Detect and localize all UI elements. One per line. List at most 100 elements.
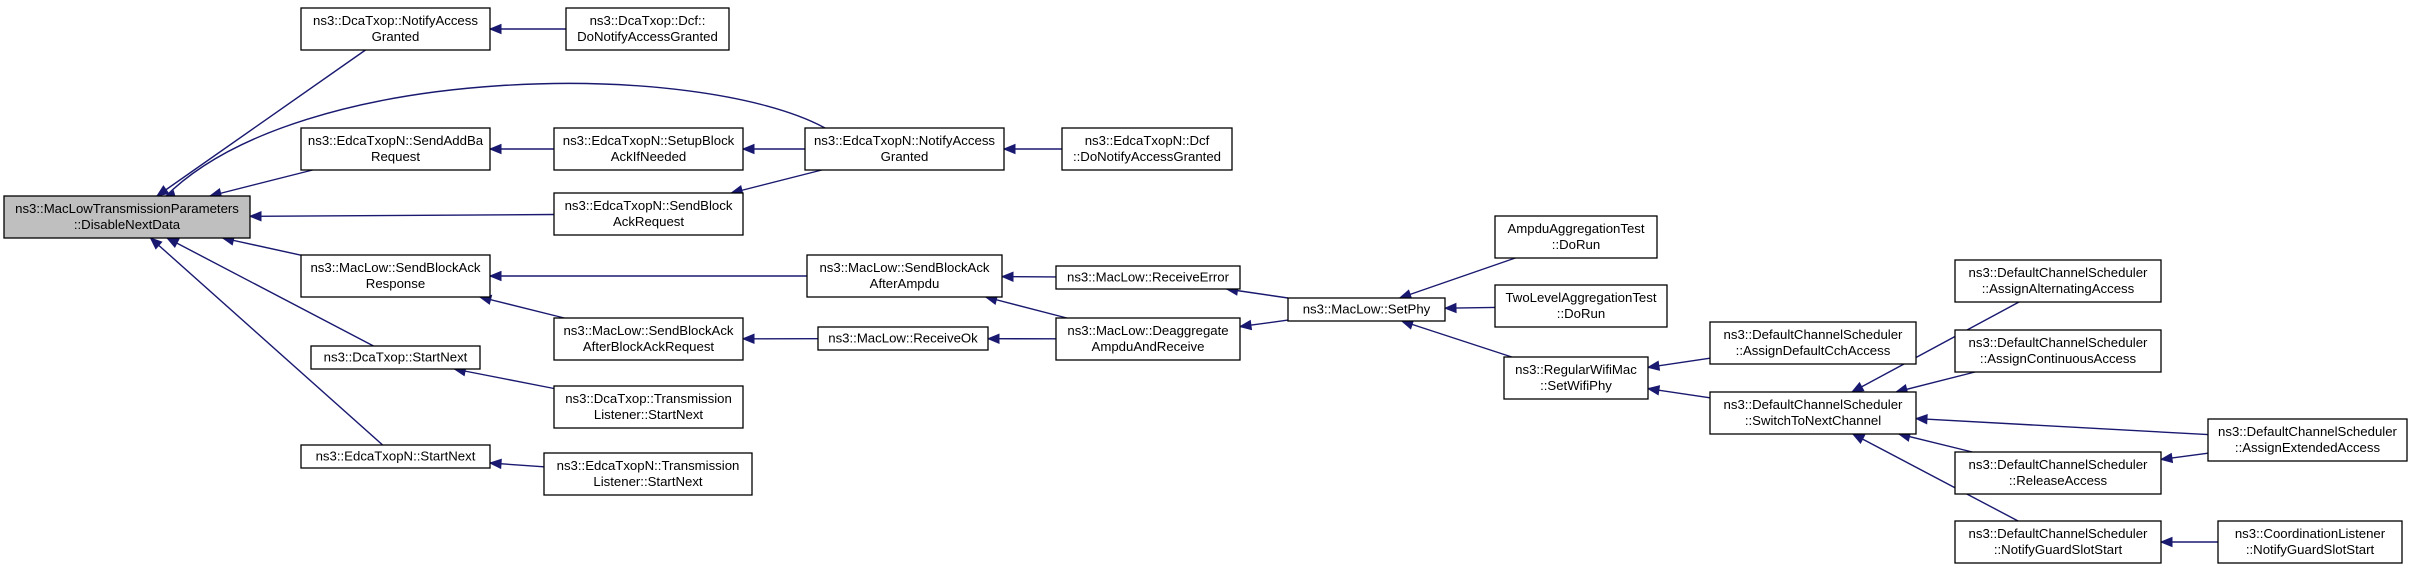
node-dcs-notify-guard-slot-start[interactable]: ns3::DefaultChannelScheduler::NotifyGuar… [1954,520,2162,564]
node-label: ns3::DefaultChannelScheduler [1969,335,2148,350]
node-label: ::DoNotifyAccessGranted [1073,149,1221,164]
node-box [1061,127,1233,171]
arrowhead-icon [488,458,502,470]
node-label: ns3::DefaultChannelScheduler [1724,397,1903,412]
node-box [817,326,989,351]
call-edge [1915,417,2209,436]
node-label: ::NotifyGuardSlotStart [2246,542,2375,557]
node-label: ::DoRun [1557,306,1605,321]
arrowhead-icon [986,333,1000,344]
node-label: Listener::StartNext [593,474,703,489]
node-label: ns3::DcaTxop::StartNext [324,350,468,365]
node-maclow-receive-ok[interactable]: ns3::MacLow::ReceiveOk [817,326,989,351]
node-box [300,7,491,51]
node-dca-notify-access-granted[interactable]: ns3::DcaTxop::NotifyAccessGranted [300,7,491,51]
node-dcs-switch-to-next-channel[interactable]: ns3::DefaultChannelScheduler::SwitchToNe… [1709,391,1917,435]
arrowhead-icon [2159,452,2174,464]
arrowhead-icon [488,143,502,155]
node-box [553,192,744,236]
node-label: ::AssignContinuousAccess [1980,351,2137,366]
node-label: ns3::EdcaTxopN::NotifyAccess [814,133,995,148]
node-label: ns3::RegularWifiMac [1515,362,1637,377]
node-dca-dcf-do-notify[interactable]: ns3::DcaTxop::Dcf::DoNotifyAccessGranted [565,7,730,51]
node-label: ns3::DefaultChannelScheduler [1969,265,2148,280]
node-box [806,254,1003,298]
call-edge [156,49,366,197]
node-label: ::SetWifiPhy [1540,378,1612,393]
node-box [1709,321,1917,365]
node-ampdu-aggregation-test[interactable]: AmpduAggregationTest::DoRun [1494,215,1658,259]
call-edge [222,237,302,256]
call-edge [163,82,826,199]
node-edca-dcf-do-notify[interactable]: ns3::EdcaTxopN::Dcf::DoNotifyAccessGrant… [1061,127,1233,171]
node-box [300,444,491,469]
node-box [1055,317,1241,361]
node-label: AfterAmpdu [870,276,940,291]
node-label: Granted [881,149,929,164]
arrowhead-icon [1646,385,1661,396]
node-box [1503,356,1649,400]
node-label: ns3::MacLow::SetPhy [1303,302,1431,317]
node-box [553,385,744,429]
node-edca-start-next[interactable]: ns3::EdcaTxopN::StartNext [300,444,491,469]
node-label: ns3::MacLow::SendBlockAck [819,260,989,275]
node-box [1494,284,1668,328]
node-maclow-set-phy[interactable]: ns3::MacLow::SetPhy [1287,297,1446,322]
node-label: ns3::DefaultChannelScheduler [2218,424,2397,439]
node-box [804,127,1005,171]
arrowhead-icon [1002,143,1016,155]
node-disable-next-data[interactable]: ns3::MacLowTransmissionParameters::Disab… [3,195,251,239]
node-regular-wifi-mac-set-wifi-phy[interactable]: ns3::RegularWifiMac::SetWifiPhy [1503,356,1649,400]
node-label: ns3::DefaultChannelScheduler [1969,457,2148,472]
node-box [543,452,753,496]
node-label: ::ReleaseAccess [2009,473,2108,488]
node-dcs-release-access[interactable]: ns3::DefaultChannelScheduler::ReleaseAcc… [1954,451,2162,495]
node-edca-transmission-listener-start-next[interactable]: ns3::EdcaTxopN::TransmissionListener::St… [543,452,753,496]
node-dcs-assign-alternating[interactable]: ns3::DefaultChannelScheduler::AssignAlte… [1954,259,2162,303]
node-label: ns3::EdcaTxopN::Dcf [1085,133,1210,148]
node-label: ns3::MacLow::ReceiveError [1067,270,1230,285]
arrowhead-icon [1443,302,1457,314]
node-label: AmpduAndReceive [1092,339,1205,354]
node-maclow-receive-error[interactable]: ns3::MacLow::ReceiveError [1055,265,1241,290]
node-box [1494,215,1658,259]
node-label: Granted [372,29,420,44]
call-edge [209,169,313,197]
arrowhead-icon [1851,433,1866,444]
node-dca-transmission-listener-start-next[interactable]: ns3::DcaTxop::TransmissionListener::Star… [553,385,744,429]
arrowhead-icon [1850,381,1865,393]
node-label: ns3::EdcaTxopN::StartNext [316,449,476,464]
call-edge [1898,433,1973,453]
node-dcs-assign-default-cch[interactable]: ns3::DefaultChannelScheduler::AssignDefa… [1709,321,1917,365]
node-dca-start-next[interactable]: ns3::DcaTxop::StartNext [310,345,481,370]
node-dcs-assign-continuous[interactable]: ns3::DefaultChannelScheduler::AssignCont… [1954,329,2162,373]
node-label: ::SwitchToNextChannel [1745,413,1881,428]
node-label: ns3::EdcaTxopN::SetupBlock [563,133,735,148]
node-box [2217,520,2403,564]
node-dcs-assign-extended[interactable]: ns3::DefaultChannelScheduler::AssignExte… [2207,418,2408,462]
node-box [2207,418,2408,462]
node-label: AckIfNeeded [611,149,687,164]
call-edge [1401,320,1513,358]
node-edca-notify-access-granted[interactable]: ns3::EdcaTxopN::NotifyAccessGranted [804,127,1005,171]
arrowhead-icon [1646,360,1661,371]
arrowhead-icon [1238,319,1253,331]
node-label: ns3::MacLow::ReceiveOk [828,331,978,346]
node-maclow-send-block-ack-after-bar[interactable]: ns3::MacLow::SendBlockAckAfterBlockAckRe… [553,317,744,361]
node-coordination-listener-notify[interactable]: ns3::CoordinationListener::NotifyGuardSl… [2217,520,2403,564]
call-edge [249,213,555,217]
node-label: ::NotifyGuardSlotStart [1994,542,2123,557]
node-label: ns3::DcaTxop::NotifyAccess [313,13,478,28]
node-box [1954,259,2162,303]
call-edge [166,237,374,347]
arrowhead-icon [2159,536,2173,548]
node-two-level-aggregation-test[interactable]: TwoLevelAggregationTest::DoRun [1494,284,1668,328]
call-edge [1895,371,1976,393]
